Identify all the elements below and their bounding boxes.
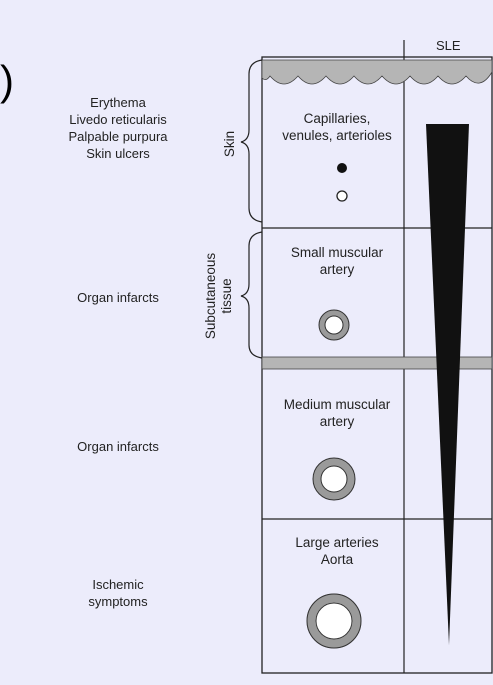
tissue-subcutaneous-label: Subcutaneous tissue [203, 241, 235, 351]
symptom-skin: Erythema Livedo reticularis Palpable pur… [28, 94, 208, 162]
vessel-large-artery-label: Large arteries Aorta [264, 534, 410, 568]
skin-brace [241, 60, 262, 222]
open-vessel-dot [337, 191, 347, 201]
symptom-medium-artery: Organ infarcts [28, 438, 208, 455]
medium-artery-ring [317, 462, 351, 496]
skin-surface-wave [262, 60, 492, 84]
filled-vessel-dot [337, 163, 347, 173]
vessel-capillaries-label: Capillaries, venules, arterioles [264, 110, 410, 144]
symptom-large-artery: Ischemic symptoms [28, 576, 208, 610]
tissue-skin-label: Skin [222, 114, 238, 174]
symptom-small-artery: Organ infarcts [28, 289, 208, 306]
vessel-medium-artery-label: Medium muscular artery [264, 396, 410, 430]
small-artery-ring [322, 313, 346, 337]
vessel-small-artery-label: Small muscular artery [264, 244, 410, 278]
sle-severity-wedge [426, 124, 469, 645]
large-artery-ring [311, 598, 357, 644]
sle-header: SLE [436, 38, 461, 53]
subcutaneous-brace [241, 232, 262, 358]
